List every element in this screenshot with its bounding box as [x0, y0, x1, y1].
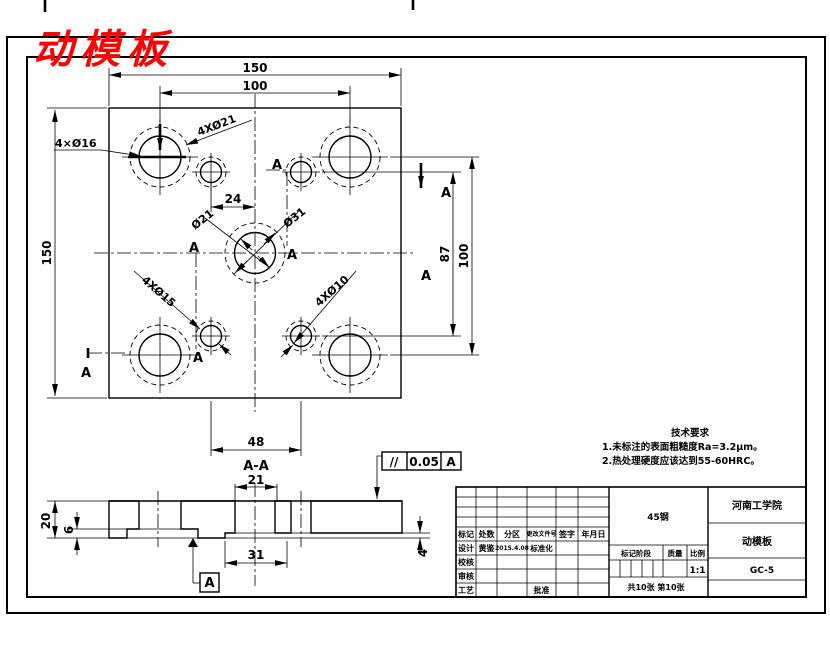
corner-hole-bottom-left — [122, 317, 198, 393]
datum-flag: A — [188, 538, 220, 593]
tb-weight-label: 质量 — [668, 548, 683, 558]
dim-6: 6 — [62, 526, 76, 534]
tech-req-line2: 2.热处理硬度应该达到55-60HRC。 — [602, 455, 760, 467]
section-view: A-A 21 20 6 31 4 — [39, 459, 430, 593]
datum-letter: A — [204, 576, 214, 591]
tb-designer-name: 黄鉴 — [479, 543, 496, 553]
tb-scale-label: 比例 — [690, 548, 705, 558]
section-piece — [274, 500, 292, 534]
tb-header-biaoji: 标记 — [457, 529, 474, 539]
section-piece — [180, 500, 236, 539]
section-letter: A — [193, 351, 203, 366]
dim-100-top: 100 — [242, 79, 267, 93]
leader-4x10 — [293, 270, 357, 344]
title-block: 标记 处数 分区 更改文件号 签字 年月日 设计 黄鉴 2015.4.08 标准… — [455, 486, 807, 598]
outer-border — [6, 36, 826, 614]
section-letter: A — [441, 186, 451, 201]
tb-stage-label: 标记阶段 — [620, 548, 651, 558]
dim-87: 87 — [438, 246, 452, 263]
small-hole-top-right — [282, 153, 320, 191]
section-piece — [108, 500, 140, 539]
plan-view: 4×Ø16 4XØ21 Ø21 Ø31 4XØ15 4XØ10 A A — [40, 61, 479, 456]
tb-row-check: 校核 — [458, 557, 474, 567]
dim-150-top: 150 — [242, 61, 267, 75]
page-title: 动模板 — [33, 27, 174, 73]
dim-48: 48 — [248, 435, 265, 449]
dim-100-right: 100 — [457, 243, 471, 268]
center-hole — [204, 209, 301, 284]
tb-row-process: 工艺 — [458, 585, 474, 595]
dim-31: 31 — [248, 548, 265, 562]
tb-header-fenqu: 分区 — [504, 529, 520, 539]
tb-header-nianyueri: 年月日 — [582, 529, 606, 539]
cutting-plane: A A A A A A A — [81, 124, 451, 381]
tb-design-date: 2015.4.08 — [495, 545, 529, 552]
leader-4x15 — [133, 270, 201, 330]
tb-drawing-number: GC-5 — [750, 566, 774, 576]
label-d21: Ø21 — [189, 207, 216, 232]
section-letter: A — [272, 158, 282, 173]
tb-school: 河南工学院 — [732, 499, 782, 512]
section-letter: A — [421, 269, 431, 284]
tech-req-line1: 1.未标注的表面粗糙度Ra=3.2μm。 — [602, 441, 763, 453]
corner-hole-bottom-right — [312, 317, 388, 393]
label-d31: Ø31 — [281, 205, 308, 230]
label-4x21: 4XØ21 — [195, 112, 237, 139]
tb-row-design: 设计 — [458, 543, 474, 553]
tolerance-frame: // 0.05 A — [374, 451, 462, 499]
section-piece — [310, 500, 403, 534]
label-4x10: 4XØ10 — [312, 273, 351, 310]
tb-header-genggai: 更改文件号 — [526, 530, 556, 538]
inner-frame — [26, 56, 807, 598]
parallelism-symbol: // — [390, 455, 399, 469]
tolerance-value: 0.05 — [409, 455, 439, 469]
tb-approve: 批准 — [534, 585, 550, 595]
dim-4: 4 — [416, 549, 430, 557]
corner-hole-top-right — [312, 119, 388, 195]
tb-sheets: 共10张 第10张 — [627, 582, 685, 592]
label-4x15: 4XØ15 — [139, 273, 178, 309]
dim-20: 20 — [39, 513, 53, 530]
dim-21: 21 — [248, 473, 265, 487]
label-4x16: 4×Ø16 — [55, 137, 97, 150]
tb-part-name: 动模板 — [742, 535, 773, 548]
sheet-border — [6, 0, 826, 614]
section-title: A-A — [243, 459, 269, 474]
tb-row-audit: 审核 — [458, 571, 474, 581]
dim-150-left: 150 — [40, 240, 54, 265]
dim-24: 24 — [225, 192, 242, 206]
technical-requirements: 技术要求 1.未标注的表面粗糙度Ra=3.2μm。 2.热处理硬度应该达到55-… — [602, 427, 763, 467]
tech-req-title: 技术要求 — [671, 427, 710, 439]
plan-dimensions: 150 100 150 24 87 100 48 — [40, 61, 479, 456]
section-letter: A — [287, 248, 297, 263]
tb-material: 45钢 — [647, 511, 669, 523]
section-dimensions: 21 20 6 31 4 — [39, 473, 430, 568]
tolerance-datum: A — [446, 455, 456, 469]
hole-labels: 4×Ø16 4XØ21 Ø21 Ø31 4XØ15 4XØ10 — [54, 112, 357, 344]
tb-standardization: 标准化 — [529, 543, 553, 553]
tb-header-chushu: 处数 — [478, 529, 496, 539]
section-letter: A — [189, 241, 199, 256]
tb-header-qianzi: 签字 — [558, 529, 575, 539]
small-hole-bottom-right — [282, 317, 320, 355]
leader-4x16 — [100, 149, 142, 158]
section-letter: A — [81, 366, 91, 381]
leader-4x21 — [185, 119, 253, 146]
tb-scale-value: 1:1 — [689, 566, 705, 576]
